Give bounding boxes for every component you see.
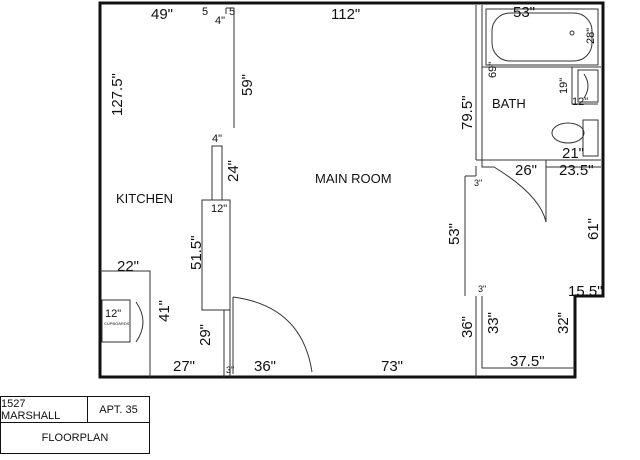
- room-label-bath: BATH: [492, 96, 526, 111]
- sink-curve: [135, 301, 144, 343]
- room-label-main: MAIN ROOM: [315, 171, 392, 186]
- dim-bath-wall: 69": [487, 62, 499, 78]
- dim-closet-depth: 12": [572, 96, 588, 108]
- partition-counter: [201, 199, 231, 311]
- dim-entry-wall: 53": [446, 223, 463, 245]
- dim-top-main: 112": [331, 6, 360, 23]
- dim-top-bath: 53": [513, 4, 535, 21]
- bathtub-basin: [491, 12, 593, 62]
- dim-kitchen-height: 127.5": [109, 73, 126, 116]
- dim-post-a: 5: [202, 6, 208, 18]
- bath-door-swing: [493, 166, 547, 223]
- exterior-wall: [98, 1, 605, 379]
- dim-bath-door: 26": [515, 162, 537, 179]
- linen-shelf-curve: [583, 73, 589, 99]
- dim-hall-left: 33": [485, 312, 502, 334]
- dim-door-width: 36": [254, 358, 276, 375]
- title-block-unit: APT. 35: [87, 396, 150, 423]
- fixture-cupboard-depth: 12": [105, 308, 121, 320]
- upper-partition: [225, 7, 235, 128]
- dim-top-kitchen: 49": [151, 6, 173, 23]
- linen-shelf: [577, 69, 599, 103]
- title-block: 1527 MARSHALL APT. 35 FLOORPLAN: [0, 396, 150, 454]
- dim-counter-depth: 41": [156, 300, 173, 322]
- vanity-counter: [582, 119, 599, 157]
- dim-partition-mid: 24": [225, 160, 242, 182]
- bathtub: [485, 8, 599, 66]
- dim-post-gap: 4": [215, 15, 225, 27]
- lower-partition: [223, 310, 231, 377]
- dim-hall-jamb: 3": [478, 284, 486, 294]
- dim-counter-width: 22": [117, 258, 139, 275]
- title-block-address: 1527 MARSHALL: [0, 396, 88, 423]
- hall-wall: [475, 296, 575, 377]
- tub-drain: [569, 30, 575, 36]
- main-door-swing: [232, 296, 313, 373]
- dim-right-wall: 61": [585, 218, 602, 240]
- dim-tub-depth: 28": [585, 28, 597, 44]
- dim-bath-bottom: 23.5": [559, 162, 594, 179]
- dim-post-b: 5: [229, 6, 235, 18]
- cupboard: [101, 299, 131, 343]
- toilet-bowl: [551, 122, 585, 144]
- title-block-title: FLOORPLAN: [0, 422, 150, 454]
- dim-partition-depth: 12": [211, 203, 227, 215]
- dim-partition-gap: 4": [212, 133, 222, 145]
- mid-partition: [211, 145, 223, 201]
- dim-bottom-kitchen: 27": [173, 358, 195, 375]
- bath-partition-wall: [475, 5, 483, 161]
- dim-notch: 15.5": [568, 283, 603, 300]
- dim-bath-height: 79.5": [459, 95, 476, 130]
- dim-partition-upper: 59": [239, 74, 256, 96]
- dim-jamb: 3": [226, 365, 234, 375]
- bath-bottom-wall: [481, 159, 601, 168]
- dim-bottom-main: 73": [381, 358, 403, 375]
- bath-inner-wall: [482, 66, 601, 105]
- dim-partition-lower: 51.5": [188, 235, 205, 270]
- dim-entry-jamb: 3": [474, 178, 482, 188]
- dim-bottom-hall: 37.5": [510, 353, 545, 370]
- dim-hall-width: 36": [459, 316, 476, 338]
- entry-wall: [464, 166, 477, 296]
- dim-door-side: 29": [197, 324, 214, 346]
- kitchen-counter: [100, 270, 151, 377]
- dim-hall-right: 32": [555, 312, 572, 334]
- dim-vanity: 21": [562, 145, 584, 162]
- dim-closet-height: 19": [558, 78, 570, 94]
- room-label-kitchen: KITCHEN: [116, 191, 173, 206]
- fixture-cupboards-label: CUPBOARDS: [104, 321, 130, 326]
